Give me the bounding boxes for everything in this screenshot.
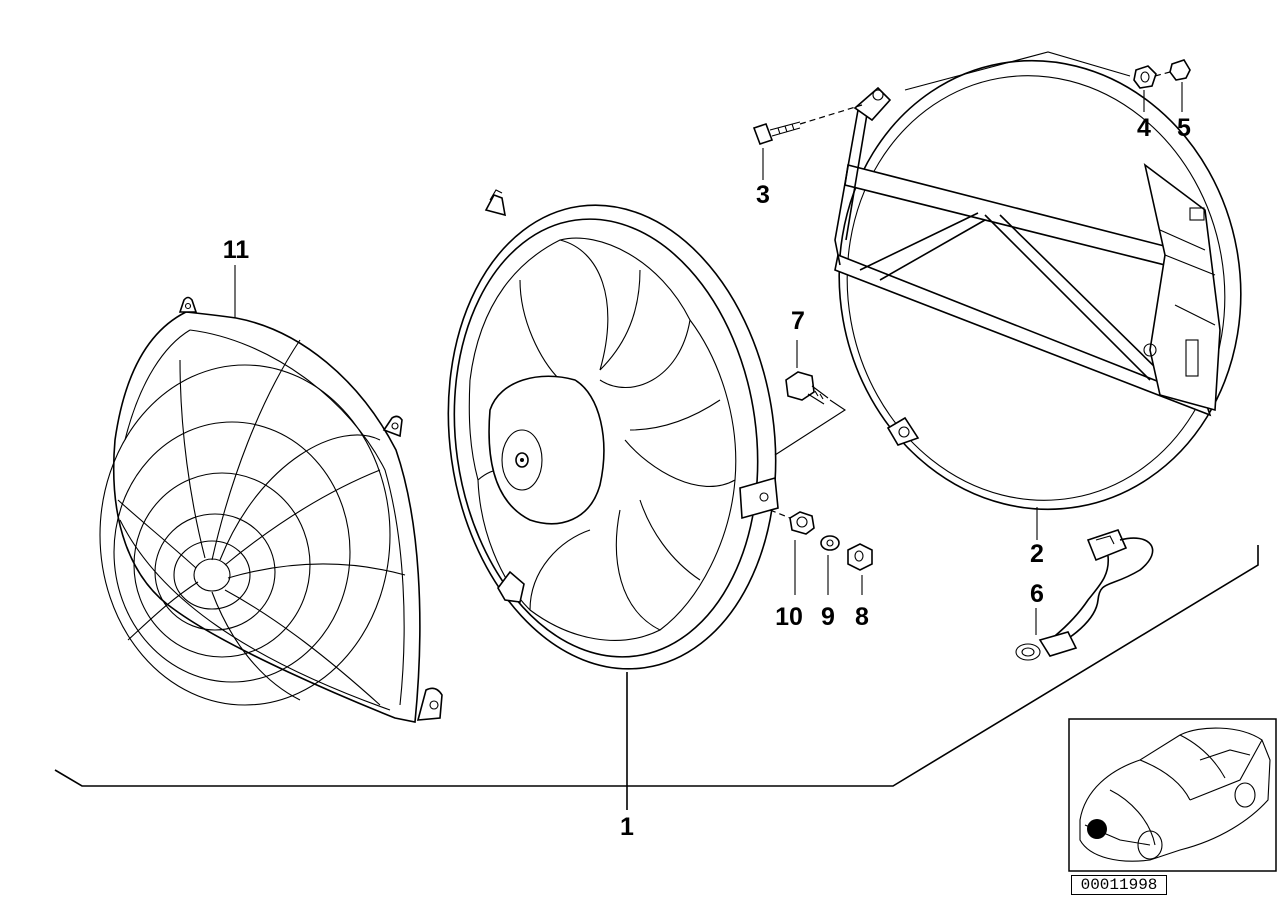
nut-4	[1133, 65, 1157, 112]
fan-cowl-shroud	[834, 51, 1242, 511]
callout-11: 11	[223, 236, 250, 264]
screw-3	[752, 104, 863, 180]
callout-3: 3	[756, 181, 770, 209]
nut-8	[847, 543, 873, 595]
callout-10: 10	[775, 603, 803, 631]
callout-4: 4	[1137, 114, 1151, 142]
callout-5: 5	[1177, 114, 1191, 142]
callout-6: 6	[1030, 580, 1044, 608]
vehicle-locator-thumbnail	[1068, 718, 1277, 872]
callout-7: 7	[791, 307, 805, 335]
stud-bolt-7	[774, 340, 847, 456]
callout-1: 1	[620, 813, 634, 841]
reference-number: 00011998	[1071, 875, 1167, 895]
callout-9: 9	[821, 603, 835, 631]
washer-9	[820, 535, 840, 595]
callout-8: 8	[855, 603, 869, 631]
fan-guard-grille	[99, 296, 443, 723]
grommet-10	[769, 509, 815, 595]
location-marker-dot	[1087, 819, 1107, 839]
cable-harness-6	[1015, 507, 1154, 661]
assembly-baseline	[54, 545, 1259, 810]
washer-5	[1154, 59, 1191, 112]
callout-2: 2	[1030, 540, 1044, 568]
electric-fan-assembly	[447, 189, 779, 670]
